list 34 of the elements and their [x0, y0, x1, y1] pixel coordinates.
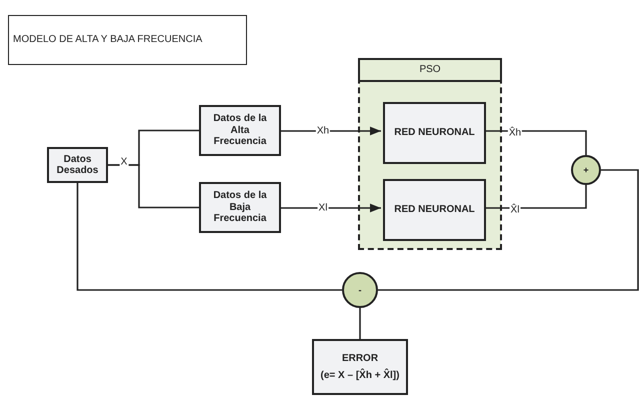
edge-label: X [120, 156, 128, 168]
edge-label: X̂l [510, 204, 520, 216]
box-label: Datos de la Alta Frecuencia [213, 113, 267, 148]
formula-text: (e= X – [X̂h + X̂l]) [320, 370, 400, 382]
process-box [47, 147, 108, 183]
connector-line [108, 164, 199, 208]
box-label: MODELO DE ALTA Y BAJA FRECUENCIA [13, 34, 202, 46]
connector-line [484, 185, 587, 209]
box-label: Datos de la Baja Frecuencia [213, 190, 267, 225]
process-box [312, 339, 408, 395]
connector-line [378, 169, 639, 291]
connector-line [359, 308, 361, 339]
connector-line [76, 183, 342, 291]
group-heading: PSO [419, 64, 441, 76]
process-box [199, 105, 281, 156]
edge-label: Xh [316, 126, 330, 136]
box-label: RED NEURONAL [394, 204, 475, 216]
box-label: RED NEURONAL [394, 127, 475, 139]
summing-junction [342, 272, 378, 308]
operator-sign: + [583, 164, 589, 176]
edge-label: Xl [318, 202, 328, 214]
arrow [281, 204, 381, 212]
arrow [281, 126, 381, 136]
connector-line [484, 130, 587, 155]
pso-container [358, 58, 502, 250]
edge-label: X̂h [508, 128, 522, 138]
process-box [199, 182, 281, 233]
operator-sign: - [358, 284, 362, 296]
process-box [383, 102, 486, 164]
summing-junction [571, 155, 601, 185]
title-box [8, 15, 247, 65]
box-label: ERROR [342, 352, 378, 364]
process-box [383, 179, 486, 241]
box-label: Datos Desados [56, 154, 98, 176]
